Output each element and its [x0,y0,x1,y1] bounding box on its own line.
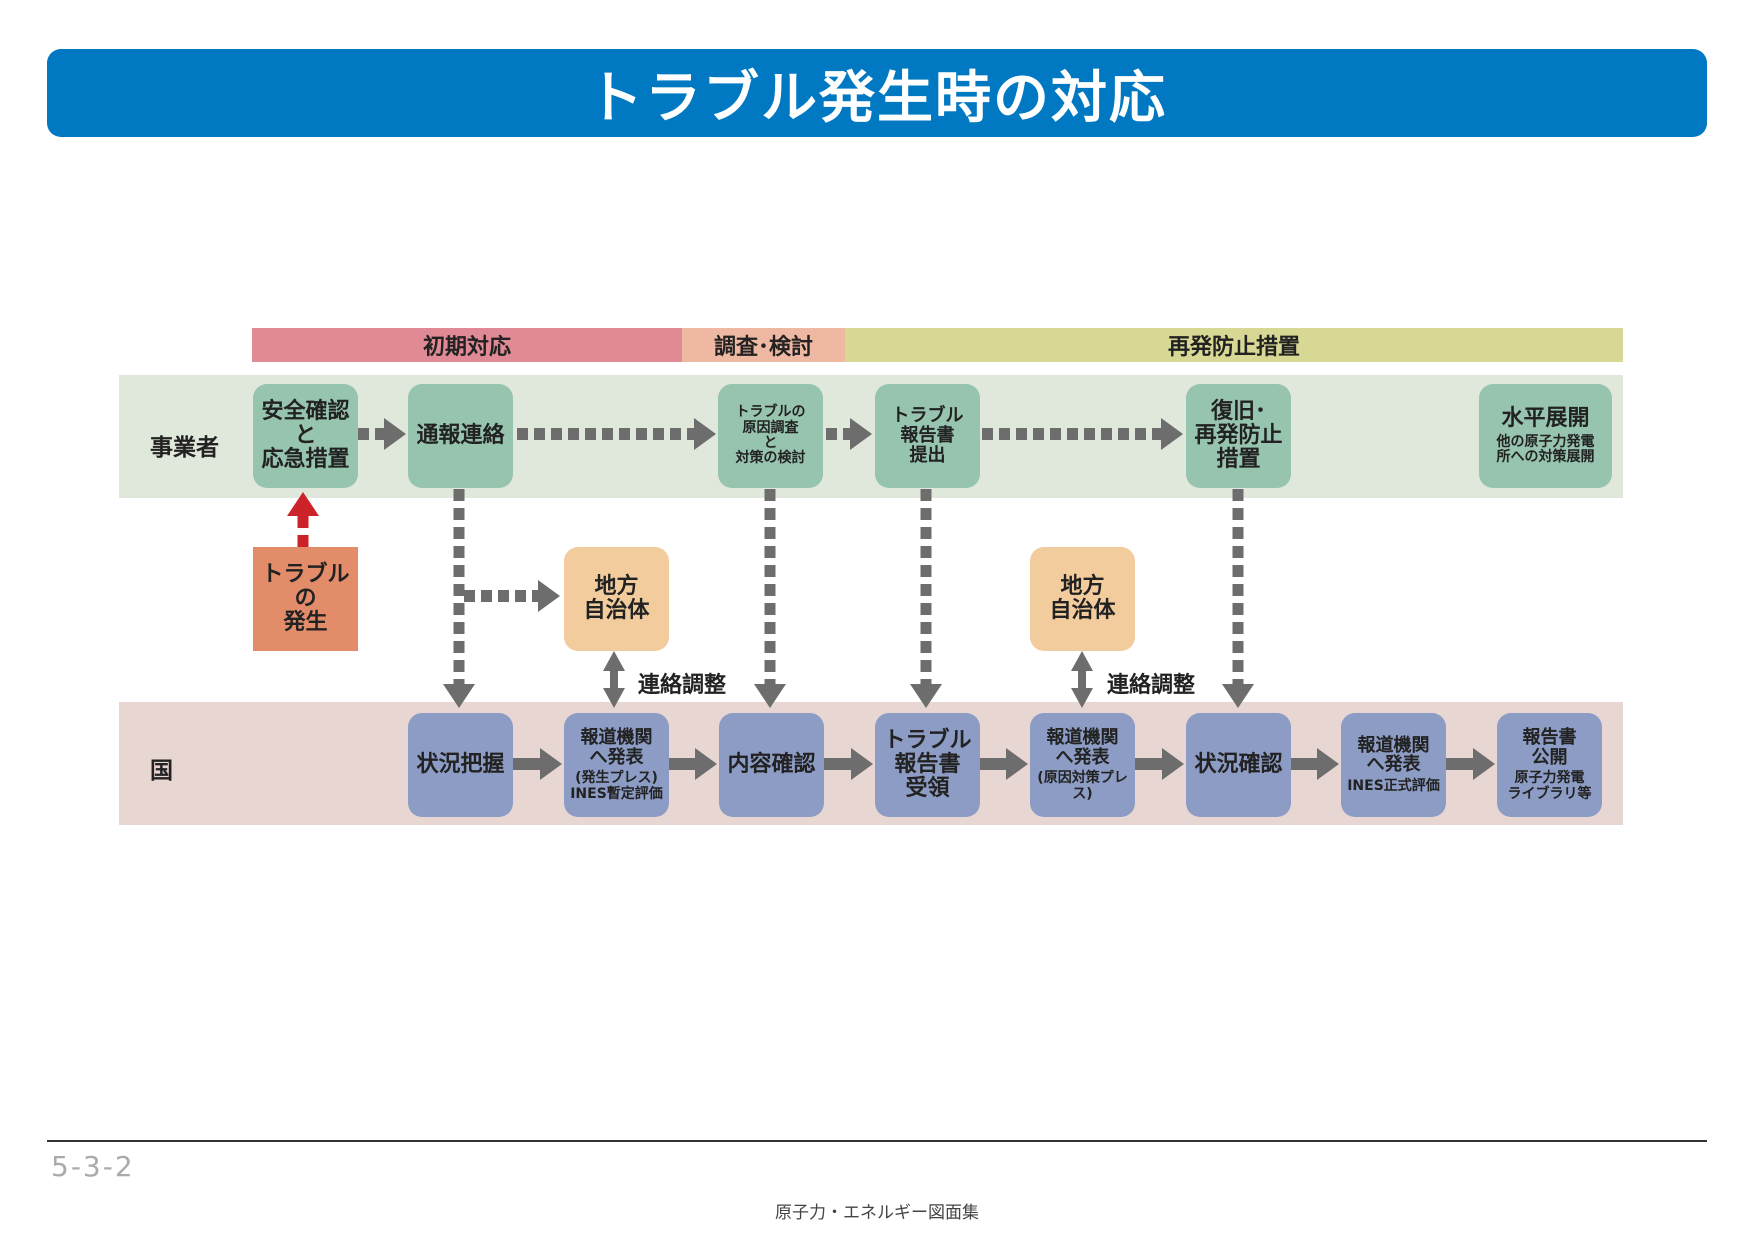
page-number: 5-3-2 [51,1150,135,1183]
box-subtext: 所への対策展開 [1496,449,1595,466]
operator-boxes-1: 通報連絡 [408,384,513,488]
box-text: 状況把握 [416,751,505,777]
box-text: 地方 [1060,573,1105,599]
box-text: 対策の検討 [735,450,806,467]
government-boxes-5: 状況確認 [1186,713,1291,817]
footer-divider [47,1140,1707,1142]
box-text: 発生 [283,610,328,636]
government-boxes-0: 状況把握 [408,713,513,817]
box-text: 再発防止 [1194,422,1283,448]
operator-boxes-0: 安全確認と応急措置 [253,384,358,488]
box-subtext: (発生プレス) [575,770,658,787]
operator-boxes-2: トラブルの原因調査と対策の検討 [718,384,823,488]
box-text: 公開 [1531,746,1568,768]
phase-recurrence-prevention: 再発防止措置 [845,328,1623,362]
box-text: トラブル [261,561,350,587]
arrow-recovery-to-status-check [1222,489,1254,708]
box-text: トラブル [891,405,964,427]
box-text: 受領 [905,776,950,802]
arrow-trouble-to-safety [287,492,319,547]
coordination-label-1: 連絡調整 [638,673,727,698]
page-title: トラブル発生時の対応 [47,49,1707,137]
box-text: へ発表 [589,746,644,768]
box-subtext: 他の原子力発電 [1496,433,1595,450]
box-text: 通報連絡 [416,422,505,448]
box-subtext: INES正式評価 [1347,778,1440,795]
box-text: 安全確認 [261,398,350,424]
box-text: と [763,435,778,451]
box-text: トラブル [883,727,972,753]
local-gov-boxes-0: 地方自治体 [564,547,669,651]
box-subtext: (原因対策プレス) [1037,770,1128,802]
operator-boxes-5: 水平展開他の原子力発電所への対策展開 [1479,384,1612,488]
box-text: へ発表 [1055,746,1110,768]
box-text: 自治体 [1049,598,1116,623]
box-text: へ発表 [1366,754,1421,776]
box-text: 水平展開 [1501,405,1590,431]
government-boxes-4: 報道機関へ発表(原因対策プレス) [1030,713,1135,817]
box-text: トラブルの [735,404,806,421]
operator-lane-label: 事業者 [150,435,219,461]
government-boxes-1: 報道機関へ発表 (発生プレス)INES暫定評価 [564,713,669,817]
arrow-local-gov-coordination-1 [603,651,625,708]
government-boxes-2: 内容確認 [719,713,824,817]
box-text: 報告書 [894,751,961,777]
government-boxes-3: トラブル報告書受領 [875,713,980,817]
box-text: 状況確認 [1194,751,1283,777]
footer-caption: 原子力・エネルギー図面集 [775,1203,979,1223]
government-boxes-7: 報告書公開原子力発電ライブラリ等 [1497,713,1602,817]
box-text: 復旧･ [1210,398,1266,424]
arrow-report-to-local-gov [464,580,560,612]
box-text: 報道機関 [580,726,653,748]
phase-initial-response: 初期対応 [252,328,682,362]
local-gov-boxes-1: 地方自治体 [1030,547,1135,651]
box-subtext: ライブラリ等 [1507,785,1592,802]
box-text: 報告書 [900,425,955,447]
box-text: 報道機関 [1357,734,1430,756]
box-text: 提出 [909,444,946,466]
government-lane-label: 国 [150,758,173,784]
box-text: 応急措置 [261,447,350,473]
box-subtext: INES暫定評価 [570,785,663,802]
box-text: 報告書 [1522,726,1577,748]
box-text: 自治体 [583,598,650,623]
arrow-report-to-status-grasp [443,489,475,708]
box-text: と [294,422,317,448]
operator-boxes-3: トラブル報告書提出 [875,384,980,488]
box-subtext: 原子力発電 [1514,770,1585,787]
box-text: 地方 [594,573,639,599]
box-text: 内容確認 [727,751,816,777]
arrow-local-gov-coordination-2 [1071,651,1093,708]
government-boxes-6: 報道機関へ発表 INES正式評価 [1341,713,1446,817]
arrow-investigation-to-content-check [754,489,786,708]
box-text: の [294,585,317,611]
operator-boxes-4: 復旧･再発防止措置 [1186,384,1291,488]
coordination-label-2: 連絡調整 [1107,673,1196,698]
box-text: 措置 [1216,447,1261,473]
box-text: 報道機関 [1046,726,1119,748]
box-text: 原因調査 [742,419,799,436]
phase-investigation: 調査･検討 [682,328,845,362]
arrow-report-submit-to-receipt [910,489,942,708]
trouble-occurrence-box: トラブルの発生 [253,547,358,651]
